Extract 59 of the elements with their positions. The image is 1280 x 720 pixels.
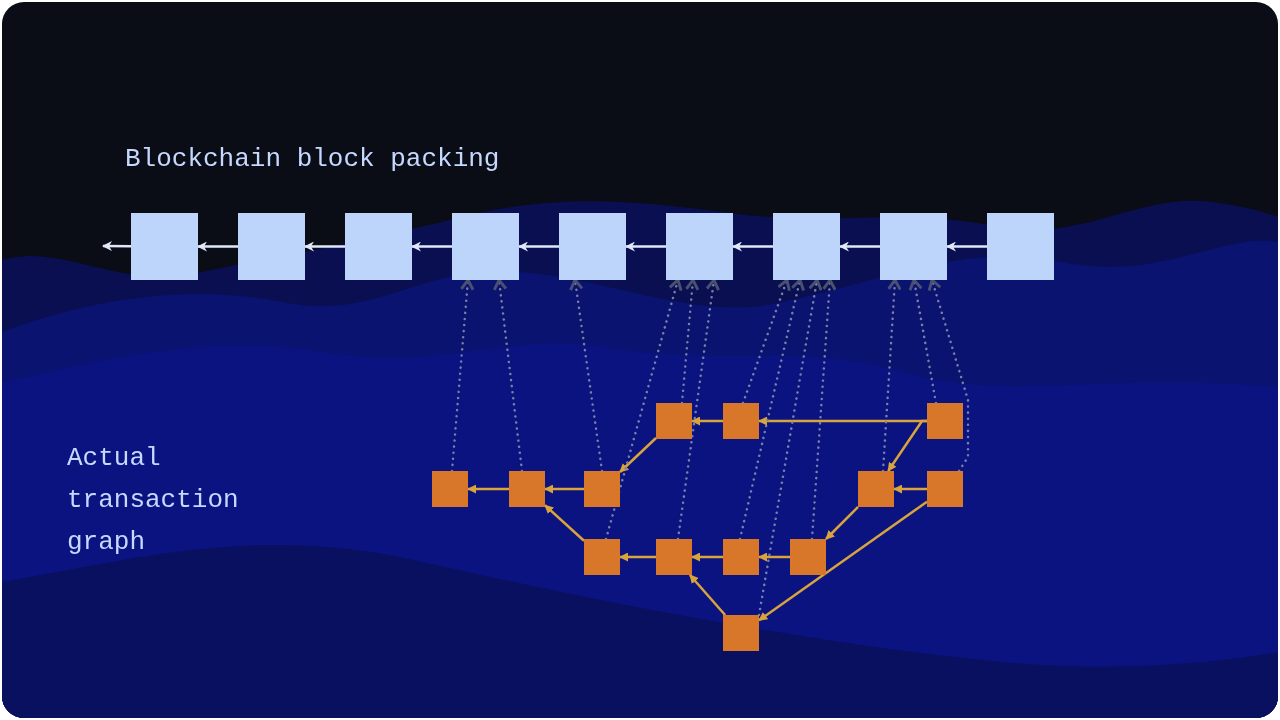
dotted-arrow (810, 278, 837, 541)
dotted-arrow (604, 278, 683, 541)
transaction-square (927, 471, 963, 507)
transaction-square (584, 471, 620, 507)
dotted-arrow (927, 278, 970, 473)
dotted-arrow (757, 278, 823, 617)
arrow (688, 574, 727, 616)
block-square (452, 213, 519, 280)
block-square (559, 213, 626, 280)
block-square (880, 213, 947, 280)
transaction-square (723, 615, 759, 651)
arrow (544, 484, 584, 494)
block-square (345, 213, 412, 280)
block-square (666, 213, 733, 280)
arrow (518, 241, 559, 252)
dotted-arrow (741, 278, 791, 405)
arrow (691, 416, 723, 426)
arrow (197, 241, 238, 252)
block-square (987, 213, 1054, 280)
arrow (102, 241, 131, 252)
arrow (467, 484, 509, 494)
arrow (619, 437, 657, 473)
dotted-arrow (738, 278, 806, 541)
arrow (625, 241, 666, 252)
transaction-square (656, 403, 692, 439)
arrow (946, 241, 987, 252)
arrow (825, 506, 859, 540)
transaction-square (858, 471, 894, 507)
transaction-square (723, 539, 759, 575)
dotted-arrow (492, 278, 524, 473)
block-square (238, 213, 305, 280)
dotted-arrow (676, 278, 720, 541)
dotted-arrow (569, 278, 604, 473)
block-square (773, 213, 840, 280)
transaction-square (584, 539, 620, 575)
arrow (758, 500, 928, 622)
arrow (732, 241, 773, 252)
dotted-arrow (881, 278, 902, 473)
dotted-arrow (450, 278, 475, 473)
transaction-square (723, 403, 759, 439)
dotted-arrow (908, 278, 938, 405)
arrow (619, 552, 656, 562)
block-square (131, 213, 198, 280)
arrow (544, 504, 585, 542)
arrow (304, 241, 345, 252)
heading-label: Blockchain block packing (125, 143, 501, 176)
transaction-square (927, 403, 963, 439)
transaction-square (509, 471, 545, 507)
arrow (839, 241, 880, 252)
arrow (691, 552, 723, 562)
arrow (887, 419, 927, 472)
arrow (411, 241, 452, 252)
dotted-arrow (680, 278, 700, 405)
arrow (893, 484, 927, 494)
arrow (758, 552, 790, 562)
transaction-square (432, 471, 468, 507)
heading-label: Actual transaction graph (67, 442, 240, 559)
transaction-square (656, 539, 692, 575)
transaction-square (790, 539, 826, 575)
